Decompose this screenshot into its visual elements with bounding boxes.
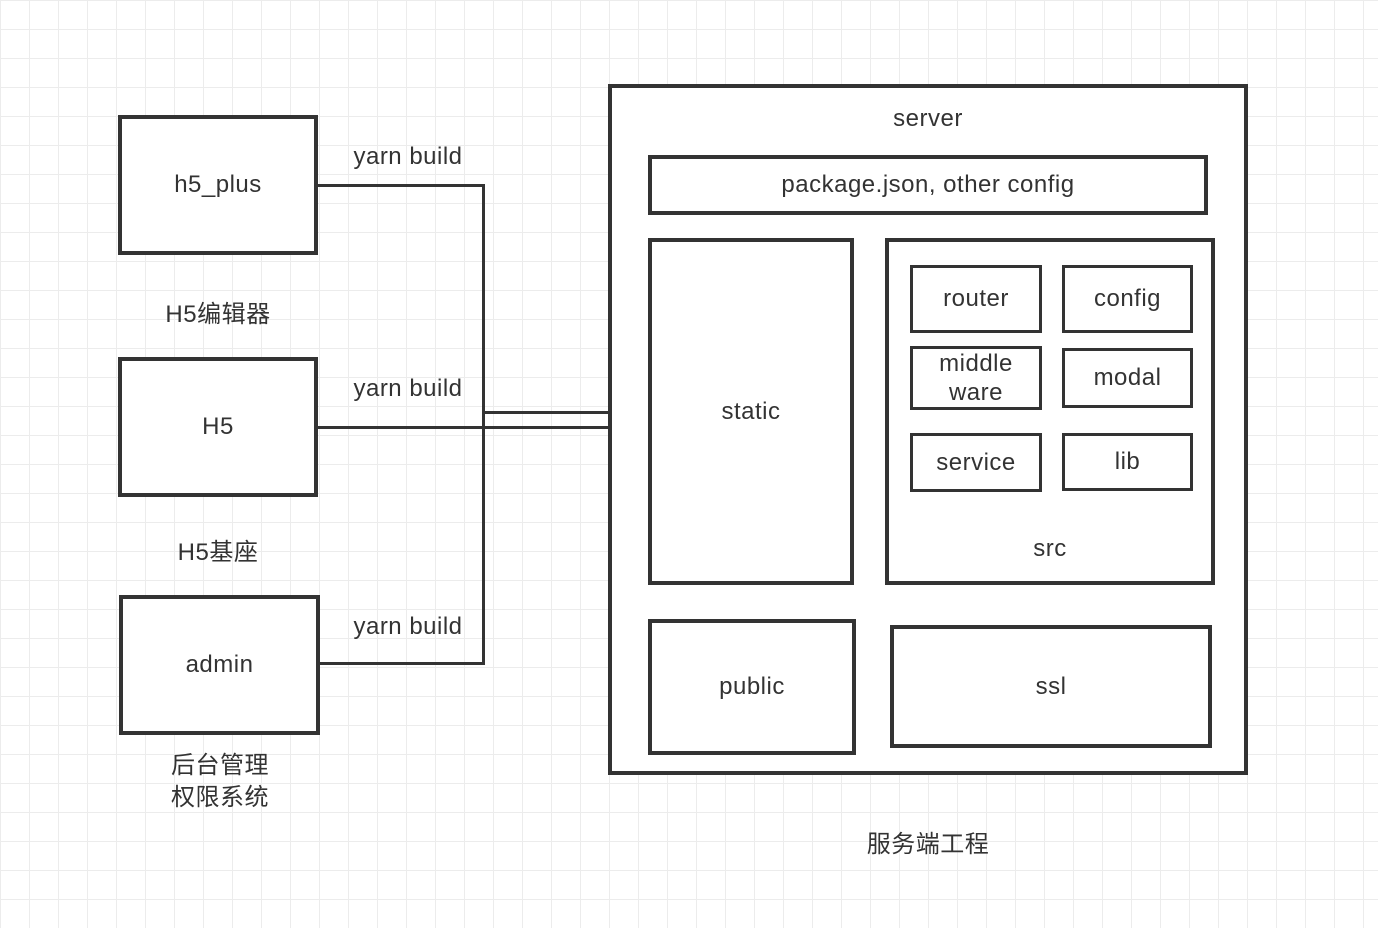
node-h5-plus: h5_plus bbox=[118, 115, 318, 255]
connector-h5-plus-horizontal bbox=[318, 184, 485, 187]
public-label: public bbox=[719, 673, 785, 700]
module-lib: lib bbox=[1062, 433, 1193, 491]
static-box: static bbox=[648, 238, 854, 585]
server-title: server bbox=[893, 105, 963, 132]
caption-admin: 后台管理 权限系统 bbox=[171, 752, 269, 811]
connector-trunk-vertical bbox=[482, 184, 485, 665]
node-admin: admin bbox=[119, 595, 320, 735]
node-h5-plus-label: h5_plus bbox=[174, 171, 262, 198]
module-modal-label: modal bbox=[1093, 364, 1162, 391]
config-files-label: package.json, other config bbox=[781, 171, 1075, 198]
connector-admin-horizontal bbox=[320, 662, 483, 665]
server-caption: 服务端工程 bbox=[866, 831, 990, 858]
src-label: src bbox=[1033, 535, 1067, 562]
caption-h5-plus: H5编辑器 bbox=[165, 301, 271, 328]
module-service-label: service bbox=[936, 448, 1016, 476]
module-router: router bbox=[910, 265, 1042, 333]
module-router-label: router bbox=[943, 285, 1009, 312]
connector-arrow-lower bbox=[318, 426, 624, 429]
node-h5-label: H5 bbox=[202, 413, 234, 440]
edge-label-yarn-build-2: yarn build bbox=[353, 375, 463, 402]
module-modal: modal bbox=[1062, 348, 1193, 408]
module-config-label: config bbox=[1093, 285, 1162, 312]
ssl-label: ssl bbox=[1035, 672, 1067, 700]
connector-arrow-upper bbox=[483, 411, 624, 414]
edge-label-yarn-build-3: yarn build bbox=[353, 613, 463, 640]
module-middleware-label: middle ware bbox=[939, 350, 1013, 406]
caption-h5: H5基座 bbox=[177, 539, 259, 566]
module-middleware: middle ware bbox=[910, 346, 1042, 410]
edge-label-yarn-build-1: yarn build bbox=[353, 143, 463, 170]
module-lib-label: lib bbox=[1114, 448, 1141, 475]
node-admin-label: admin bbox=[185, 651, 254, 678]
static-label: static bbox=[721, 397, 781, 425]
ssl-box: ssl bbox=[890, 625, 1212, 748]
module-service: service bbox=[910, 433, 1042, 492]
config-files-box: package.json, other config bbox=[648, 155, 1208, 215]
module-config: config bbox=[1062, 265, 1193, 333]
public-box: public bbox=[648, 619, 856, 755]
node-h5: H5 bbox=[118, 357, 318, 497]
